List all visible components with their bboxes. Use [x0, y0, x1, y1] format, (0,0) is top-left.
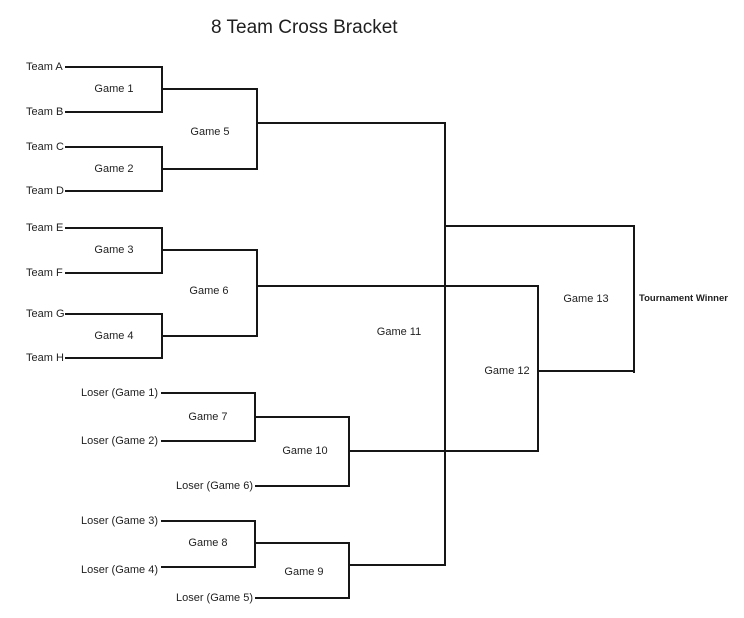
- game-8-winner-line: [254, 542, 350, 544]
- team-a-label: Team A: [26, 61, 63, 73]
- game-7-label: Game 7: [188, 411, 228, 423]
- team-b-seed-line: [65, 111, 162, 113]
- team-g-seed-line: [65, 313, 162, 315]
- game-11-label: Game 11: [376, 326, 422, 338]
- game-3-label: Game 3: [94, 244, 134, 256]
- loser-game-6-seed-line: [255, 485, 349, 487]
- game-6-label: Game 6: [189, 285, 229, 297]
- loser-game-2-label: Loser (Game 2): [80, 435, 158, 447]
- team-h-label: Team H: [26, 352, 64, 364]
- game-8-label: Game 8: [188, 537, 228, 549]
- team-d-seed-line: [65, 190, 162, 192]
- game-4-label: Game 4: [94, 330, 134, 342]
- loser-game-4-seed-line: [161, 566, 255, 568]
- team-c-seed-line: [65, 146, 162, 148]
- page-title: 8 Team Cross Bracket: [211, 17, 398, 38]
- team-a-seed-line: [65, 66, 162, 68]
- loser-game-5-label: Loser (Game 5): [175, 592, 253, 604]
- game-11-bracket: [444, 122, 446, 566]
- game-1-label: Game 1: [94, 83, 134, 95]
- game-6-bracket: [256, 249, 258, 337]
- game-9-label: Game 9: [284, 566, 324, 578]
- game-7-winner-line: [254, 416, 350, 418]
- game-12-winner-line: [537, 370, 635, 372]
- game-13-label: Game 13: [563, 293, 609, 305]
- game-13-bracket: [633, 225, 635, 373]
- game-11-winner-line: [444, 225, 635, 227]
- team-e-seed-line: [65, 227, 162, 229]
- team-e-label: Team E: [26, 222, 64, 234]
- loser-game-4-label: Loser (Game 4): [80, 564, 158, 576]
- team-g-label: Team G: [26, 308, 65, 320]
- tournament-winner-label: Tournament Winner: [639, 293, 728, 304]
- team-f-label: Team F: [26, 267, 63, 279]
- team-d-label: Team D: [26, 185, 64, 197]
- loser-game-3-seed-line: [161, 520, 255, 522]
- game-3-winner-line: [161, 249, 258, 251]
- loser-game-3-label: Loser (Game 3): [80, 515, 158, 527]
- game-5-bracket: [256, 88, 258, 170]
- game-1-winner-line: [161, 88, 258, 90]
- game-8-bracket: [254, 520, 256, 568]
- game-2-label: Game 2: [94, 163, 134, 175]
- loser-game-1-label: Loser (Game 1): [80, 387, 158, 399]
- game-9-bracket: [348, 542, 350, 599]
- game-5-winner-line: [256, 122, 446, 124]
- game-6-winner-line: [256, 285, 539, 287]
- loser-game-2-seed-line: [161, 440, 255, 442]
- team-h-seed-line: [65, 357, 162, 359]
- game-4-winner-line: [161, 335, 258, 337]
- loser-game-1-seed-line: [161, 392, 255, 394]
- team-b-label: Team B: [26, 106, 64, 118]
- loser-game-6-label: Loser (Game 6): [175, 480, 253, 492]
- game-5-label: Game 5: [190, 126, 230, 138]
- game-10-label: Game 10: [282, 445, 328, 457]
- game-9-winner-line: [348, 564, 446, 566]
- game-12-label: Game 12: [484, 365, 530, 377]
- game-12-bracket: [537, 285, 539, 452]
- team-c-label: Team C: [26, 141, 64, 153]
- game-10-winner-line: [348, 450, 539, 452]
- loser-game-5-seed-line: [255, 597, 349, 599]
- game-2-winner-line: [161, 168, 258, 170]
- team-f-seed-line: [65, 272, 162, 274]
